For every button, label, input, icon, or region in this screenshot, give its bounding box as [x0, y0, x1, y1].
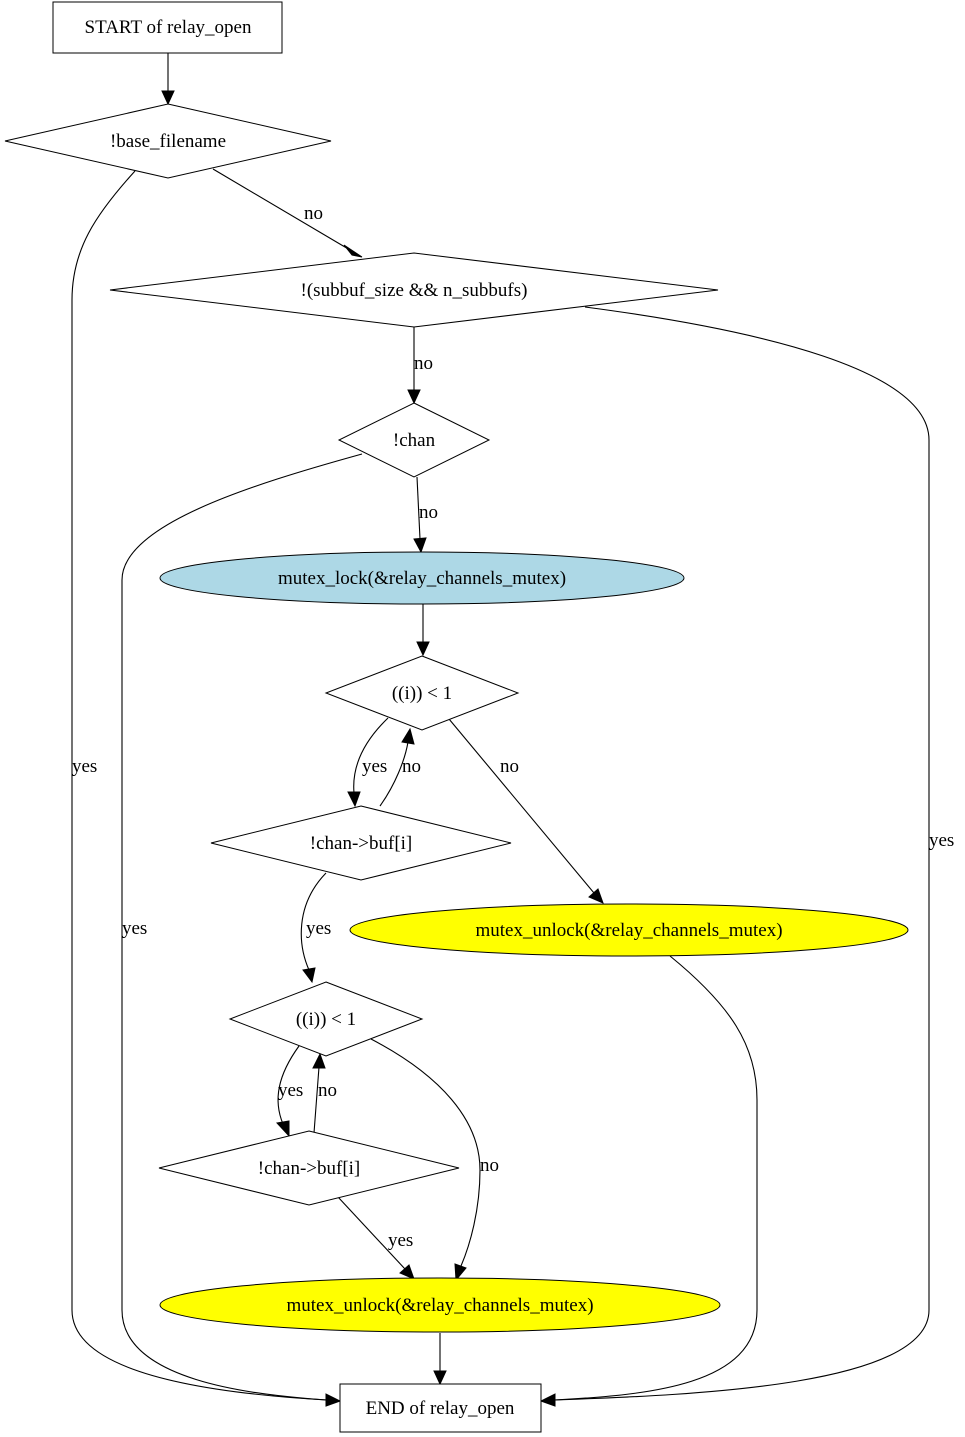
mutex-unlock-node-2-label: mutex_unlock(&relay_channels_mutex)	[286, 1295, 593, 1316]
edge-loop2-no	[370, 1038, 481, 1267]
decision-subbuf	[109, 252, 719, 328]
end-node	[339, 1383, 542, 1433]
edge-label-subbuf-yes: yes	[929, 830, 954, 851]
edge-label-chanbuf1-yes: yes	[306, 918, 331, 939]
edge-loop2-yes	[277, 1045, 300, 1125]
decision-loop2	[228, 981, 424, 1057]
edge-label-loop1-back-no: no	[402, 756, 421, 777]
arrowhead	[454, 1263, 467, 1282]
arrowhead	[276, 1120, 290, 1138]
edge-loop1-no	[448, 718, 595, 894]
end-node-label: END of relay_open	[366, 1398, 515, 1419]
edge-label-base-yes: yes	[72, 756, 97, 777]
arrowhead	[407, 389, 421, 405]
edge-chanbuf2-yes	[337, 1196, 406, 1270]
nodes: START of relay_open !base_filename !(sub…	[4, 1, 909, 1433]
start-node-label: START of relay_open	[85, 17, 252, 38]
decision-subbuf-label: !(subbuf_size && n_subbufs)	[301, 280, 528, 301]
edge-label-loop2-back-no: no	[318, 1080, 337, 1101]
arrowhead	[325, 1393, 342, 1407]
edge-base-filename-yes	[71, 170, 328, 1401]
edge-chan-yes	[121, 453, 363, 1401]
mutex-unlock-node-1-label: mutex_unlock(&relay_channels_mutex)	[475, 920, 782, 941]
mutex-lock-node-label: mutex_lock(&relay_channels_mutex)	[278, 568, 566, 589]
start-node	[52, 1, 283, 54]
decision-base-filename	[4, 103, 332, 179]
decision-chanbuf1-label: !chan->buf[i]	[310, 833, 413, 854]
arrowhead	[413, 537, 427, 554]
edge-subbuf-yes	[553, 306, 930, 1401]
edge-loop2-back-no	[313, 1066, 320, 1134]
mutex-unlock-node-2	[159, 1277, 721, 1333]
decision-chanbuf1	[210, 805, 512, 881]
arrowhead	[401, 727, 415, 745]
decision-chan-label: !chan	[393, 430, 436, 451]
edge-labels: no yes no yes no yes yes no no yes yes n…	[72, 203, 954, 1251]
decision-loop2-label: ((i)) < 1	[296, 1009, 356, 1030]
arrowhead	[347, 791, 361, 808]
arrowhead	[312, 1052, 326, 1069]
edge-loop1-back-no	[379, 741, 409, 807]
edge-label-chanbuf2-yes: yes	[388, 1230, 413, 1251]
edge-label-loop2-yes: yes	[278, 1080, 303, 1101]
edge-label-base-no: no	[304, 203, 323, 224]
decision-chanbuf2	[158, 1130, 460, 1206]
arrowhead	[399, 1264, 415, 1280]
decision-chan	[337, 402, 491, 478]
decision-loop1	[324, 655, 520, 731]
arrowhead	[416, 641, 430, 657]
edge-label-loop1-no: no	[500, 756, 519, 777]
edge-chan-no	[416, 476, 421, 540]
edge-chanbuf1-yes	[300, 872, 327, 971]
arrowhead	[343, 244, 363, 258]
arrowhead	[433, 1370, 447, 1386]
edge-label-chan-yes: yes	[122, 918, 147, 939]
arrowhead	[539, 1393, 556, 1407]
edge-label-chan-no: no	[419, 502, 438, 523]
decision-loop1-label: ((i)) < 1	[392, 683, 452, 704]
arrowhead	[161, 90, 175, 106]
edge-loop1-yes	[353, 717, 389, 794]
edge-base-filename-no	[212, 168, 351, 251]
mutex-unlock-node-1	[349, 903, 909, 957]
arrowhead	[302, 967, 316, 984]
decision-chanbuf2-label: !chan->buf[i]	[258, 1158, 361, 1179]
edge-label-subbuf-no: no	[414, 353, 433, 374]
edge-label-loop2-no: no	[480, 1155, 499, 1176]
mutex-lock-node	[159, 551, 685, 605]
edge-label-loop1-yes: yes	[362, 756, 387, 777]
edge-unlock1-to-end	[553, 955, 758, 1401]
edges	[71, 53, 930, 1407]
arrowhead	[588, 888, 604, 904]
decision-base-filename-label: !base_filename	[110, 131, 226, 152]
